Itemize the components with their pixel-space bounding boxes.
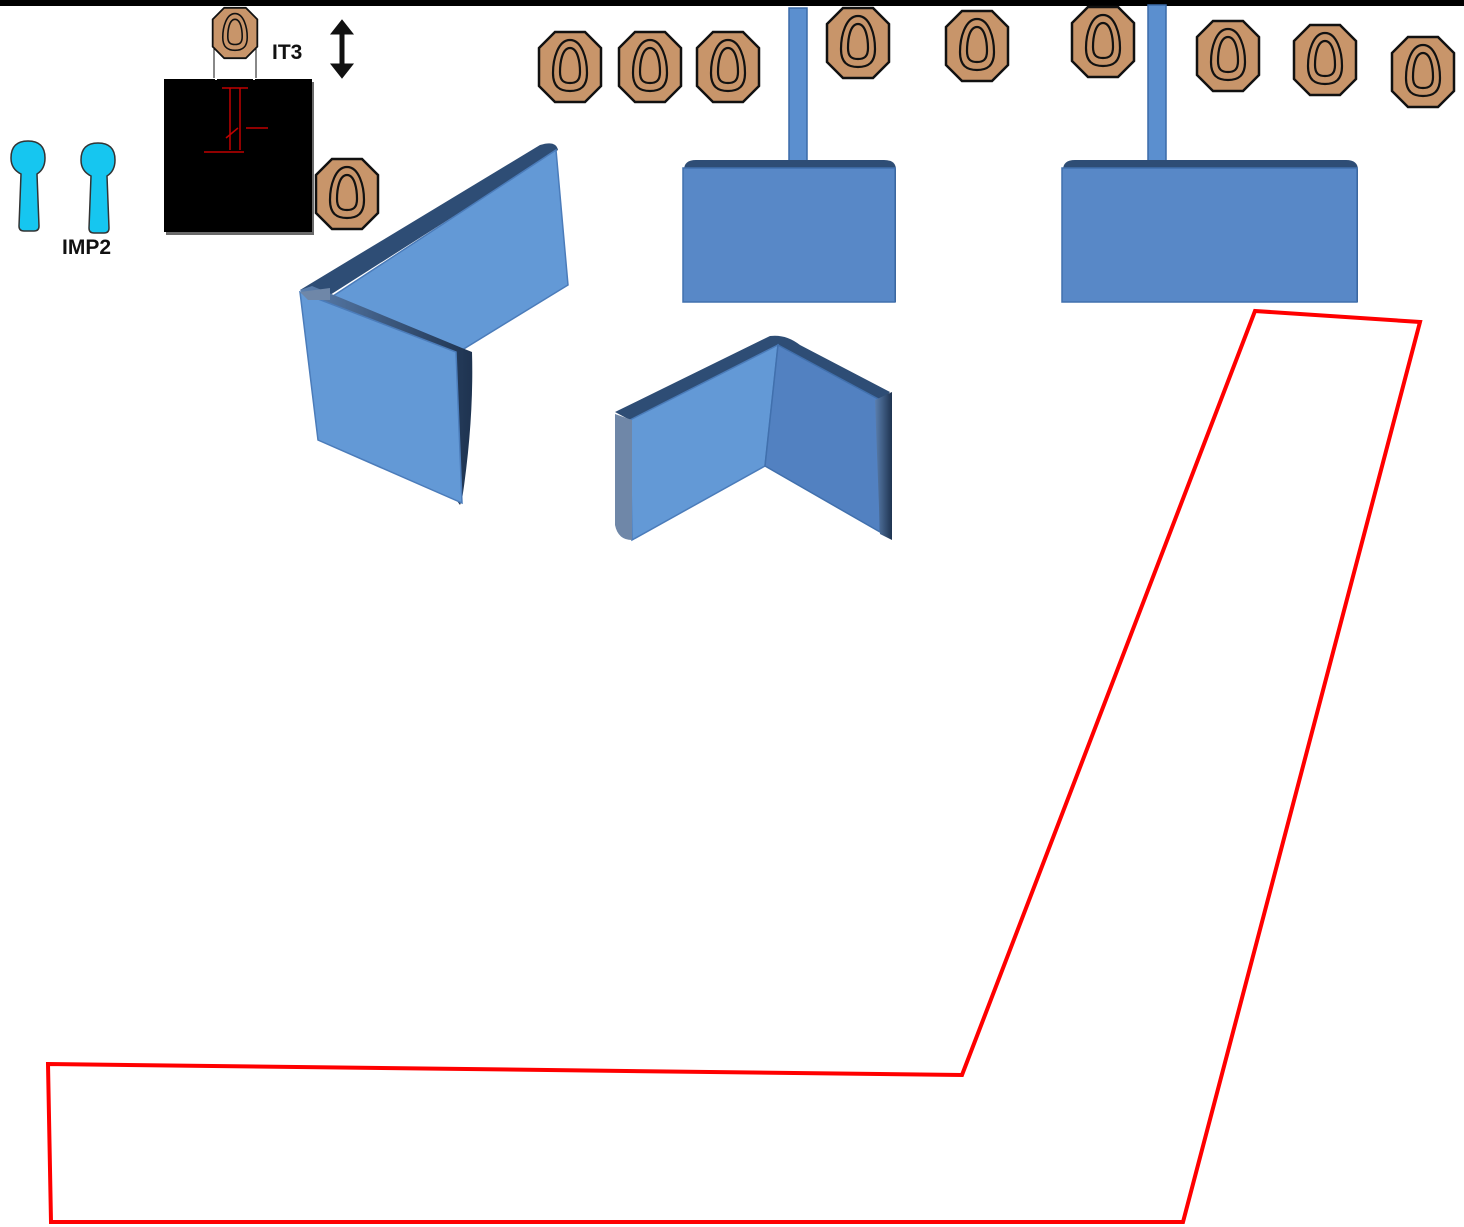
steel-target-icon — [537, 30, 603, 104]
shooting-area-outline — [45, 308, 1423, 1224]
double-headed-vertical-arrow-icon — [329, 19, 355, 79]
steel-target-icon — [695, 30, 761, 104]
steel-target-icon — [944, 9, 1010, 83]
steel-target-icon — [1070, 5, 1136, 79]
steel-target-icon — [314, 157, 380, 231]
mover-mechanism — [204, 87, 268, 153]
wall-barrier-with-post — [682, 7, 896, 303]
top-border-bar — [0, 0, 1464, 6]
wall-barrier-with-post — [1061, 4, 1358, 303]
steel-target-icon — [825, 6, 891, 80]
moving-steel-target-icon — [211, 6, 259, 60]
no-shoot-popper-icon — [80, 142, 116, 234]
steel-target-icon — [1292, 23, 1358, 97]
no-shoot-popper-icon — [10, 140, 46, 232]
v-shaped-barrier — [615, 335, 892, 542]
steel-target-icon — [1390, 35, 1456, 109]
steel-target-icon — [1195, 19, 1261, 93]
steel-target-icon — [617, 30, 683, 104]
l-shaped-barrier — [299, 143, 569, 505]
mover-box — [164, 40, 314, 235]
no-shoot-label: IMP2 — [62, 236, 111, 259]
moving-target-label: IT3 — [272, 41, 302, 64]
